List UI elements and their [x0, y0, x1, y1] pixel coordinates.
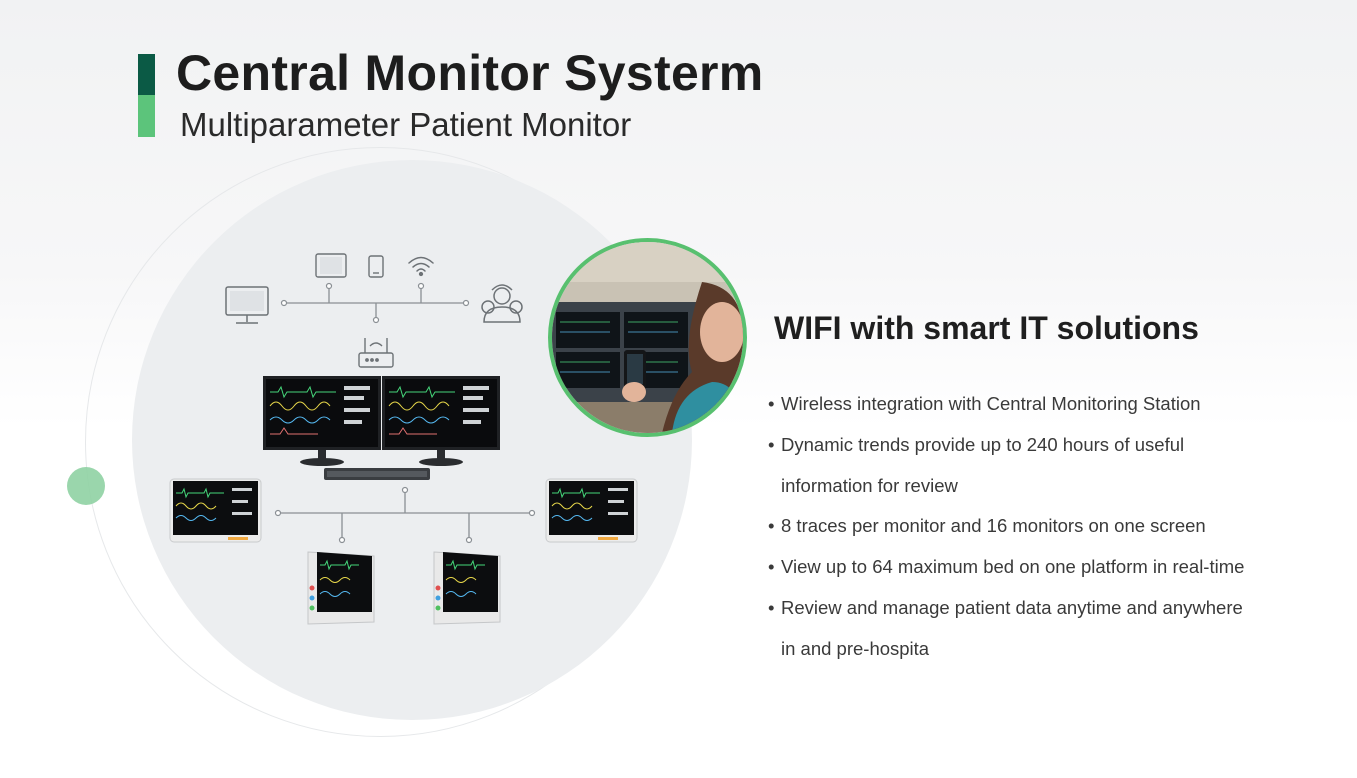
page-title: Central Monitor Systerm: [176, 45, 764, 101]
bullet: •: [768, 393, 775, 414]
network-diagram: [169, 253, 638, 625]
wifi-icon: [408, 256, 434, 277]
bedside-monitor-right: [545, 478, 638, 543]
feature-text: Review and manage patient data anytime a…: [781, 596, 1243, 618]
title-accent-bar-green: [138, 95, 155, 137]
nurse-with-smartphone-photo: [548, 238, 747, 437]
smartphone-icon: [368, 255, 384, 278]
portable-monitor-left: [307, 551, 375, 625]
bullet: •: [768, 596, 775, 618]
bullet: •: [768, 433, 775, 455]
title-accent-bar-dark: [138, 54, 155, 95]
list-item: • Dynamic trends provide up to 240 hours …: [768, 425, 1244, 507]
list-item: • Wireless integration with Central Monit…: [768, 384, 1244, 425]
feature-heading: WIFI with smart IT solutions: [774, 310, 1199, 346]
central-station-dual-monitors: [263, 376, 500, 466]
wireless-router-icon: [358, 338, 394, 368]
list-item: • 8 traces per monitor and 16 monitors on…: [768, 506, 1244, 547]
feature-text: 8 traces per monitor and 16 monitors on …: [781, 515, 1206, 537]
feature-text: Wireless integration with Central Monito…: [781, 393, 1201, 414]
feature-text: View up to 64 maximum bed on one platfor…: [781, 556, 1245, 578]
bullet: •: [768, 556, 775, 578]
bedside-monitor-left: [169, 478, 262, 543]
tablet-icon: [315, 253, 347, 278]
list-item: • Review and manage patient data anytime …: [768, 588, 1244, 670]
feature-text: Dynamic trends provide up to 240 hours o…: [781, 433, 1185, 455]
decorative-green-dot: [67, 467, 105, 505]
medical-staff-icon: [481, 284, 523, 323]
page-subtitle: Multiparameter Patient Monitor: [180, 106, 632, 143]
feature-list: • Wireless integration with Central Monit…: [768, 384, 1244, 670]
feature-text-continued: information for review: [781, 474, 958, 496]
portable-monitor-right: [433, 551, 501, 625]
desktop-computer-icon: [225, 286, 269, 324]
list-item: • View up to 64 maximum bed on one platfo…: [768, 547, 1244, 588]
bullet: •: [768, 515, 775, 537]
feature-text-continued: in and pre-hospita: [781, 637, 930, 659]
keyboard: [324, 468, 430, 480]
